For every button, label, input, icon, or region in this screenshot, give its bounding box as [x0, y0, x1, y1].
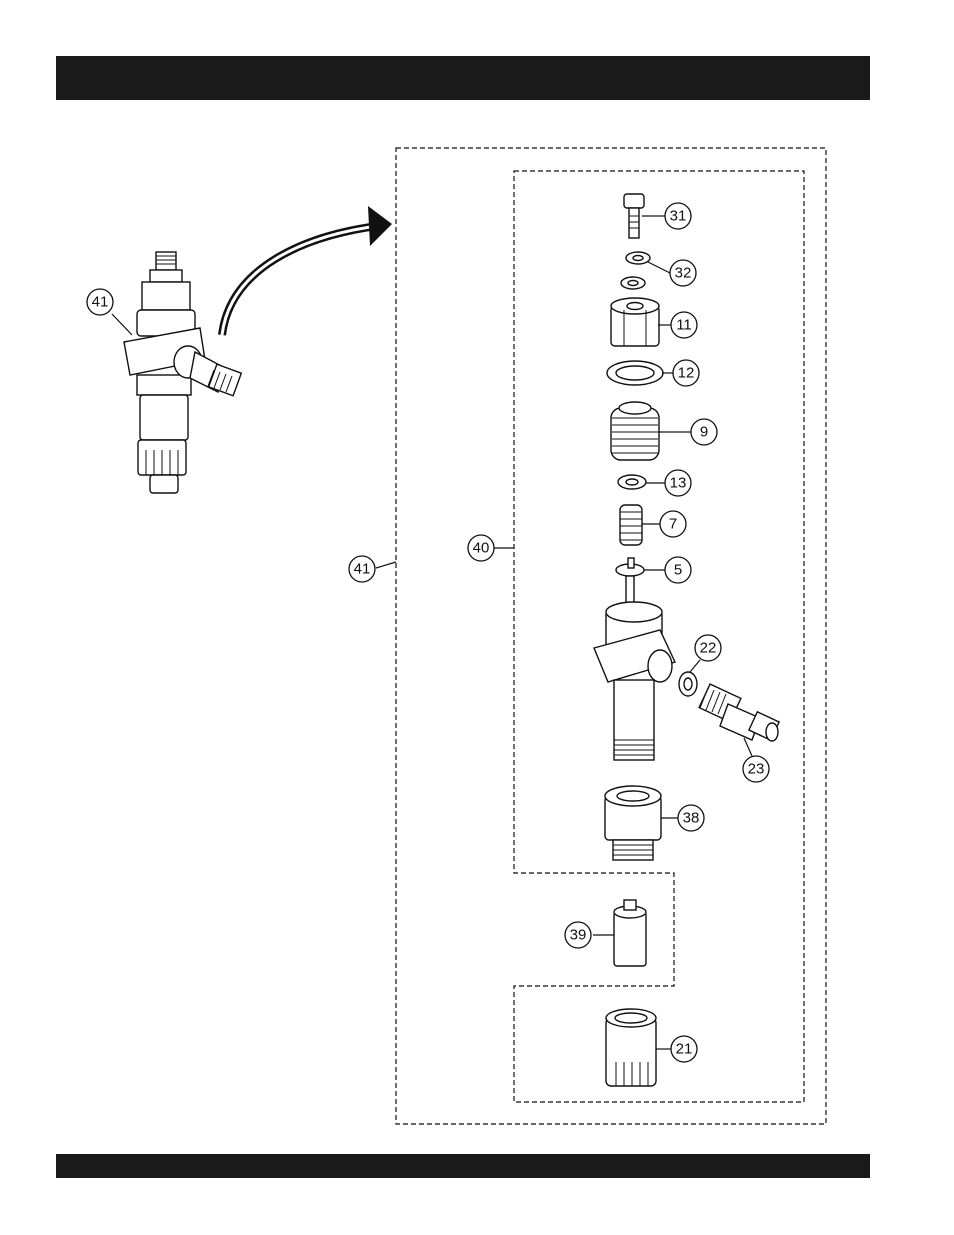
- part-31-bolt: [624, 194, 644, 238]
- svg-text:22: 22: [700, 640, 717, 657]
- svg-text:31: 31: [670, 208, 687, 225]
- callout-11: 11: [671, 312, 697, 338]
- svg-text:11: 11: [676, 317, 692, 334]
- part-21-cap-nut: [606, 1009, 656, 1086]
- part-23-fitting: [699, 684, 779, 741]
- callout-9: 9: [691, 419, 717, 445]
- part-7-spring: [620, 505, 642, 545]
- part-39-nozzle: [614, 900, 646, 966]
- svg-text:5: 5: [674, 562, 682, 579]
- svg-text:21: 21: [676, 1041, 693, 1058]
- callout-40: 40: [468, 535, 494, 561]
- svg-text:39: 39: [570, 927, 587, 944]
- callout-38: 38: [678, 805, 704, 831]
- part-32-washers: [621, 252, 650, 289]
- part-38-nut: [605, 786, 661, 860]
- svg-text:7: 7: [669, 516, 677, 533]
- svg-text:13: 13: [670, 475, 687, 492]
- svg-text:32: 32: [675, 265, 692, 282]
- callout-21: 21: [671, 1036, 697, 1062]
- callout-13: 13: [665, 470, 691, 496]
- callout-22: 22: [695, 635, 721, 661]
- callout-12: 12: [673, 360, 699, 386]
- svg-text:12: 12: [678, 365, 695, 382]
- callout-39: 39: [565, 922, 591, 948]
- callout-31: 31: [665, 203, 691, 229]
- svg-text:41: 41: [92, 294, 109, 311]
- callout-41-assembled: 41: [87, 289, 113, 315]
- svg-text:23: 23: [748, 761, 765, 778]
- assembled-injector-drawing: [124, 252, 241, 493]
- svg-text:41: 41: [354, 561, 371, 578]
- svg-text:40: 40: [473, 540, 490, 557]
- part-11-nut: [611, 298, 659, 346]
- part-13-washer: [618, 475, 646, 489]
- callout-32: 32: [670, 260, 696, 286]
- svg-text:38: 38: [683, 810, 700, 827]
- part-9-spring-holder: [611, 402, 659, 460]
- part-12-gasket: [607, 361, 663, 385]
- callout-41-exploded: 41: [349, 556, 375, 582]
- callout-7: 7: [660, 511, 686, 537]
- arrow-icon: [222, 206, 392, 335]
- injector-body: [594, 602, 675, 760]
- callout-23: 23: [743, 756, 769, 782]
- svg-text:9: 9: [700, 424, 708, 441]
- part-22-washer: [679, 672, 697, 696]
- callout-5: 5: [665, 557, 691, 583]
